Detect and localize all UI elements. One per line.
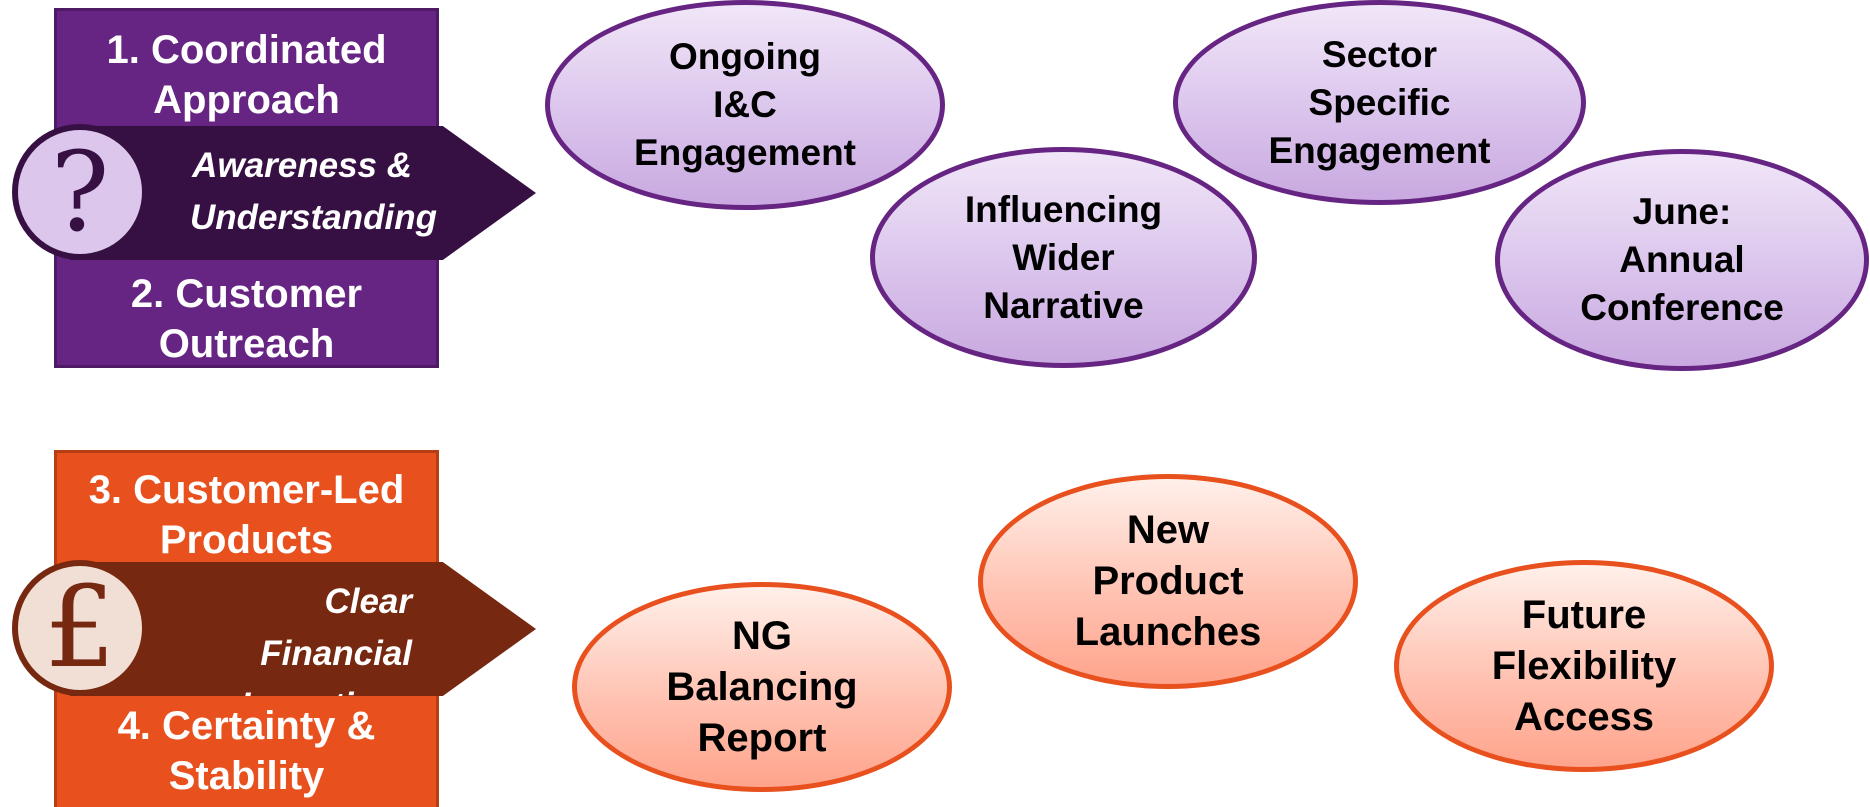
box-title-top: 3. Customer-Led Products xyxy=(88,468,405,562)
ellipse-influencing-narrative: Influencing Wider Narrative xyxy=(870,147,1257,368)
ellipse-annual-conference: June: Annual Conference xyxy=(1495,149,1869,371)
ellipse-balancing-report: NG Balancing Report xyxy=(572,582,952,792)
ellipse-flexibility-access: Future Flexibility Access xyxy=(1394,560,1774,772)
box-title-bottom: 2. Customer Outreach xyxy=(130,272,363,366)
question-mark-icon: ? xyxy=(12,124,148,260)
box-title-top: 1. Coordinated Approach xyxy=(106,28,387,122)
pound-sign-icon: £ xyxy=(12,560,148,696)
ellipse-product-launches: New Product Launches xyxy=(978,474,1358,689)
banner-label: Clear Financial Incentives xyxy=(241,582,412,696)
box-title-bottom: 4. Certainty & Stability xyxy=(117,704,376,798)
ellipse-sector-engagement: Sector Specific Engagement xyxy=(1173,0,1586,205)
ellipse-ongoing-engagement: Ongoing I&C Engagement xyxy=(545,0,945,210)
banner-label: Awareness & Understanding xyxy=(190,146,437,237)
